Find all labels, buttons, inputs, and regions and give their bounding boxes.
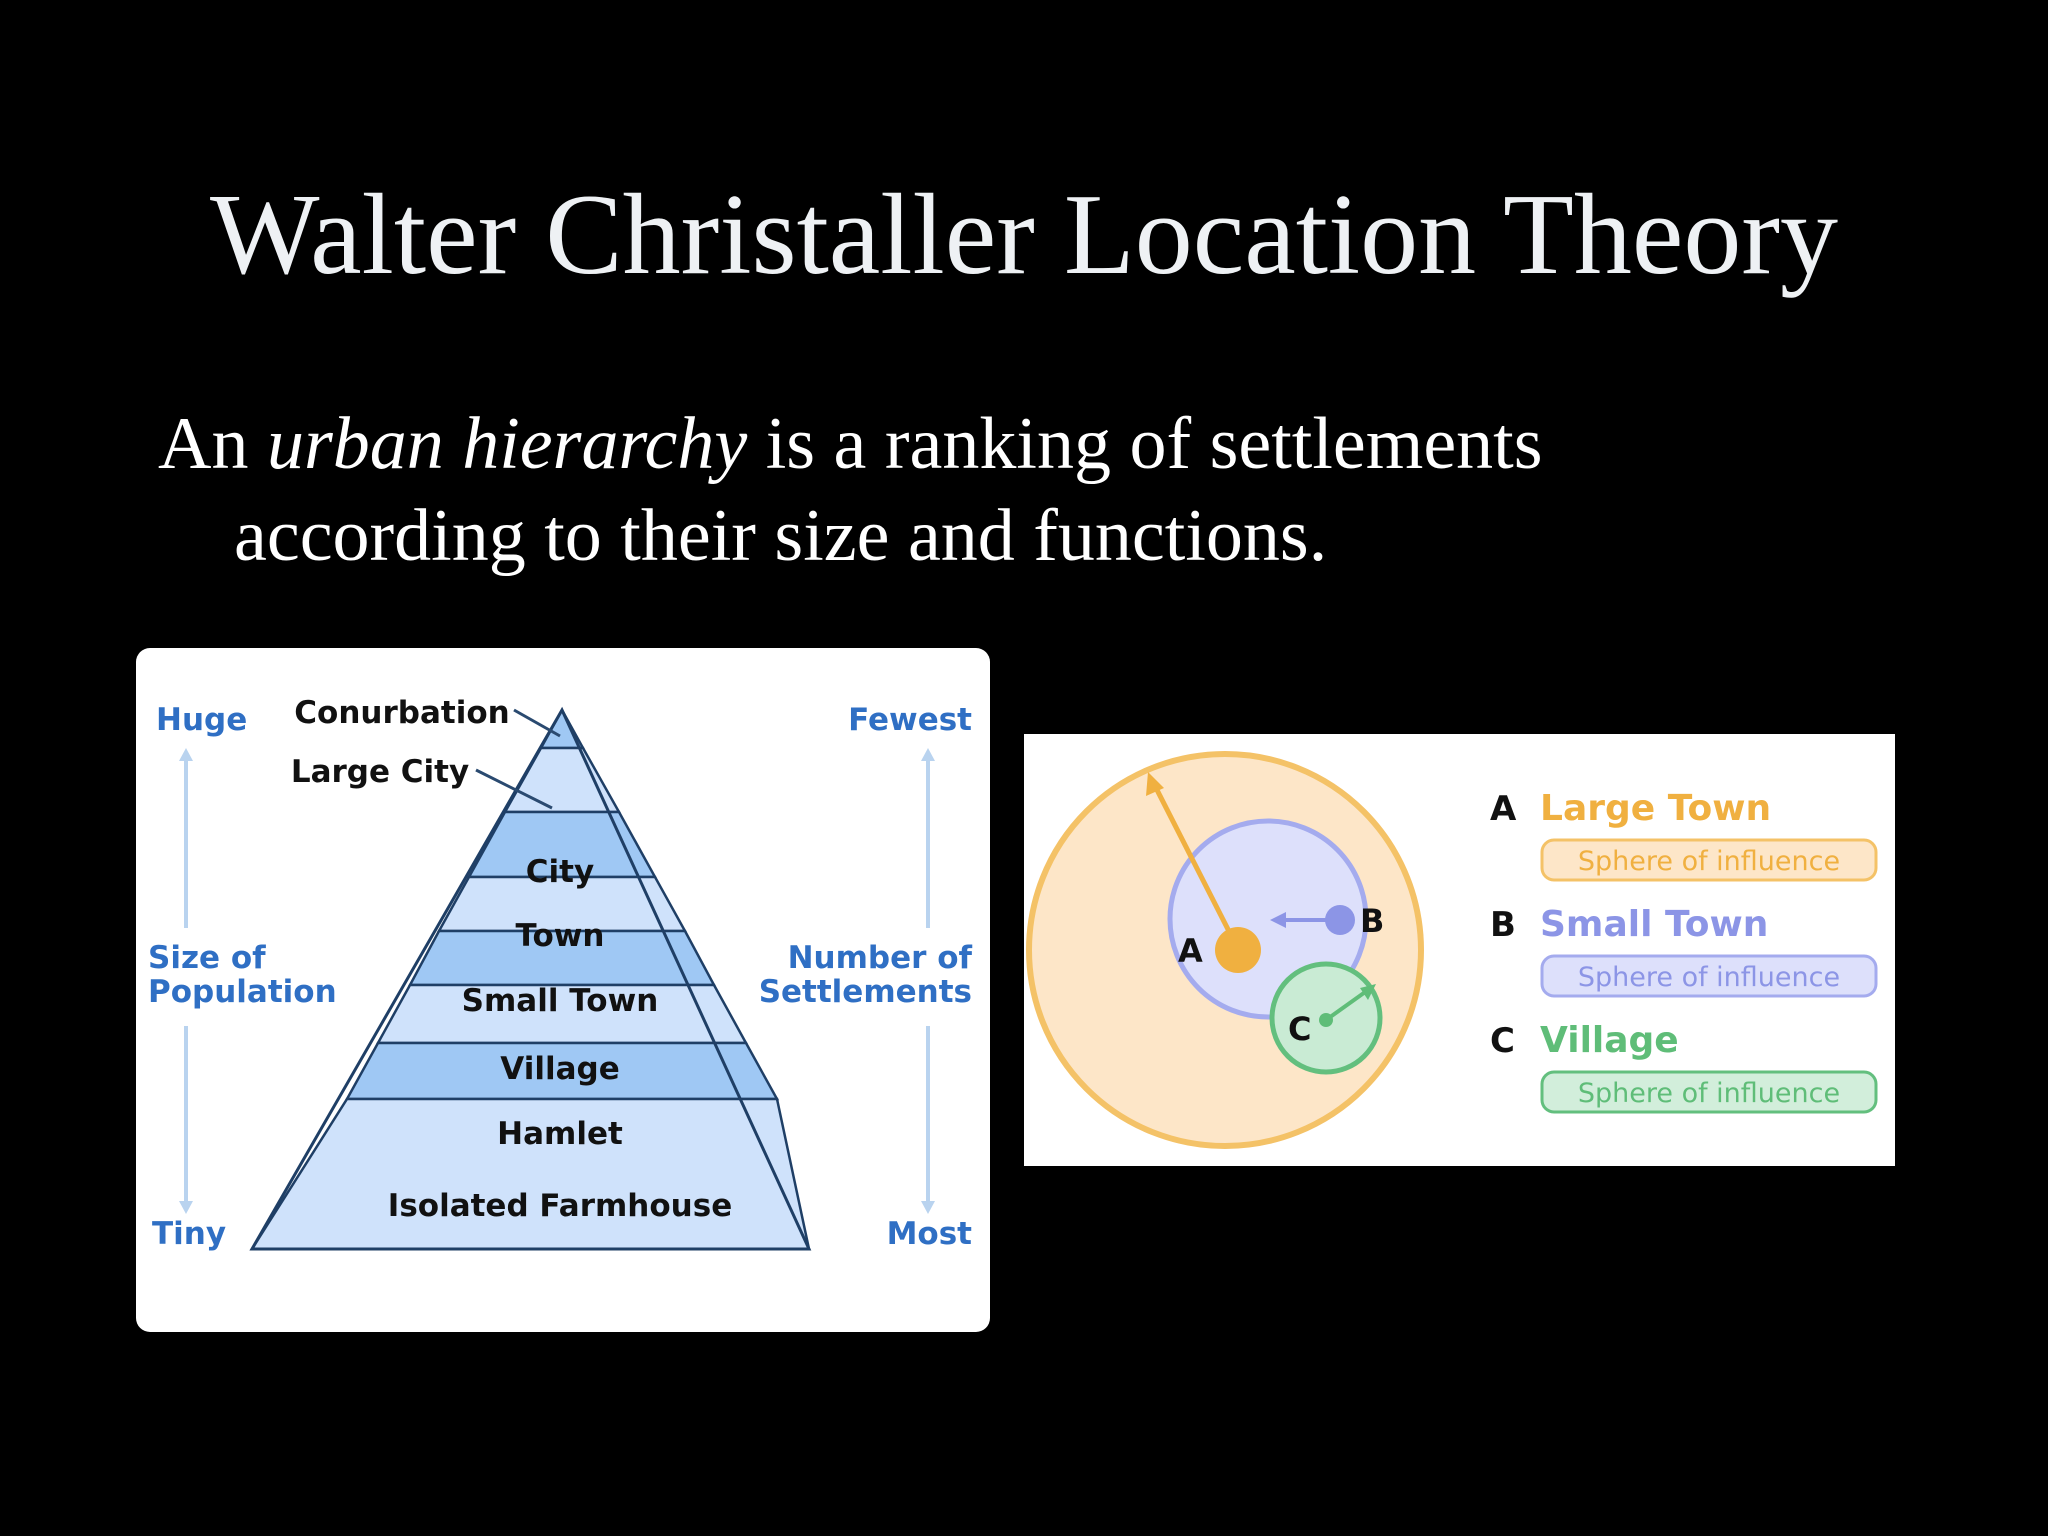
point-label-b: B [1360, 902, 1384, 940]
urban-hierarchy-pyramid-panel: Conurbation Large City City Town Small T… [136, 648, 990, 1332]
level-label-large-city: Large City [291, 754, 469, 790]
level-label-village: Village [500, 1051, 619, 1087]
point-label-c: C [1288, 1010, 1311, 1048]
settlement-axis-label-line1: Number of [788, 940, 973, 976]
legend-letter-b: B [1490, 905, 1516, 945]
legend-sphere-label-small-town: Sphere of influence [1578, 962, 1840, 993]
population-axis-bottom-label: Tiny [152, 1216, 226, 1252]
village-center-dot [1319, 1013, 1333, 1027]
settlement-axis-label-line2: Settlements [759, 974, 972, 1010]
legend-sphere-badge-small-town [1540, 954, 1878, 998]
population-size-axis: Huge Size of Population Tiny [148, 702, 337, 1252]
legend-sphere-label-village: Sphere of influence [1578, 1078, 1840, 1109]
village-radius-arrowhead-icon [1360, 984, 1376, 1000]
legend-letter-c: C [1490, 1021, 1515, 1061]
level-label-hamlet: Hamlet [497, 1116, 623, 1152]
level-label-conurbation: Conurbation [294, 695, 509, 731]
settlement-axis-top-label: Fewest [848, 702, 972, 738]
conurbation-leader-line [513, 708, 561, 738]
settlement-count-axis: Fewest Number of Settlements Most [759, 702, 973, 1252]
large-city-leader-line [475, 768, 553, 810]
body-prefix: An [158, 403, 267, 485]
settlement-up-arrow-icon [921, 748, 935, 761]
small-town-radius-arrowhead-icon [1270, 912, 1286, 928]
level-label-city: City [526, 854, 594, 890]
legend-name-large-town: Large Town [1540, 788, 1771, 829]
population-down-arrow-icon [179, 1201, 193, 1214]
point-label-a: A [1178, 932, 1203, 970]
spheres-diagram: A B C A Large Town Sphere of influence B… [1026, 751, 1878, 1149]
legend-name-small-town: Small Town [1540, 904, 1768, 945]
village-radius-line [1324, 988, 1370, 1022]
settlement-down-arrow-icon [921, 1201, 935, 1214]
pyramid-outline [249, 706, 812, 1251]
large-town-radius-line [1151, 782, 1241, 951]
slide-title: Walter Christaller Location Theory [209, 171, 1839, 299]
body-emphasis: urban hierarchy [266, 403, 748, 485]
spheres-legend: A Large Town Sphere of influence B Small… [1490, 788, 1878, 1114]
slide-body-text: An urban hierarchy is a ranking of settl… [158, 398, 1918, 582]
pyramid-bands [249, 707, 811, 1251]
small-town-center-dot [1325, 905, 1355, 935]
level-label-town: Town [515, 918, 604, 954]
legend-sphere-badge-large-town [1540, 838, 1878, 882]
pyramid-diagram: Conurbation Large City City Town Small T… [148, 695, 973, 1252]
large-town-center-dot [1215, 927, 1261, 973]
population-up-arrow-icon [179, 748, 193, 761]
population-axis-top-label: Huge [156, 702, 247, 738]
settlement-axis-bottom-label: Most [887, 1216, 973, 1252]
population-axis-label-line2: Population [148, 974, 337, 1010]
population-axis-label-line1: Size of [148, 940, 266, 976]
body-rest-line1: is a ranking of settlements [747, 403, 1543, 485]
level-label-isolated-farmhouse: Isolated Farmhouse [388, 1188, 732, 1224]
spheres-of-influence-panel: A B C A Large Town Sphere of influence B… [1024, 734, 1895, 1166]
legend-name-village: Village [1540, 1020, 1679, 1061]
legend-sphere-label-large-town: Sphere of influence [1578, 846, 1840, 877]
large-town-radius-arrowhead-icon [1146, 772, 1164, 796]
level-label-small-town: Small Town [462, 983, 659, 1019]
legend-letter-a: A [1490, 789, 1517, 829]
legend-sphere-badge-village [1540, 1070, 1878, 1114]
body-line2: according to their size and functions. [234, 495, 1328, 577]
